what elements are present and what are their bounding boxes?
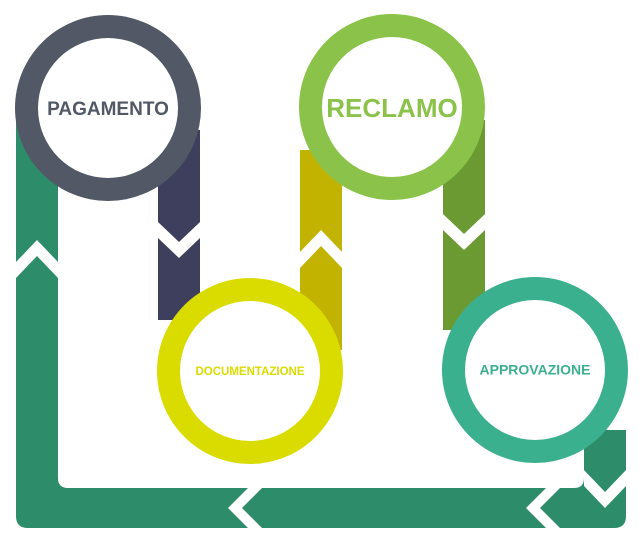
connector-chevron-down: [158, 222, 200, 258]
step-reclamo-label: RECLAMO: [326, 93, 457, 123]
step-pagamento: PAGAMENTO: [15, 15, 201, 201]
loop-chevron-bottom-right: [526, 488, 560, 528]
connector-chevron-up: [300, 230, 342, 268]
step-documentazione-inner: [180, 301, 320, 441]
step-approvazione-label: APPROVAZIONE: [480, 362, 591, 378]
return-loop-connector: [16, 120, 626, 528]
loop-chevron-bottom: [228, 488, 262, 528]
step-documentazione: DOCUMENTAZIONE: [157, 278, 343, 464]
step-reclamo: RECLAMO: [299, 14, 485, 200]
step-documentazione-label: DOCUMENTAZIONE: [195, 366, 304, 378]
step-pagamento-label: PAGAMENTO: [47, 99, 169, 120]
connector-chevron-down: [443, 214, 485, 250]
step-approvazione-inner: [465, 300, 605, 440]
loop-chevron-left: [16, 240, 58, 278]
step-reclamo-inner: [322, 37, 462, 177]
step-approvazione: APPROVAZIONE: [442, 277, 628, 463]
loop-chevron-right: [584, 470, 626, 508]
step-pagamento-inner: [38, 38, 178, 178]
